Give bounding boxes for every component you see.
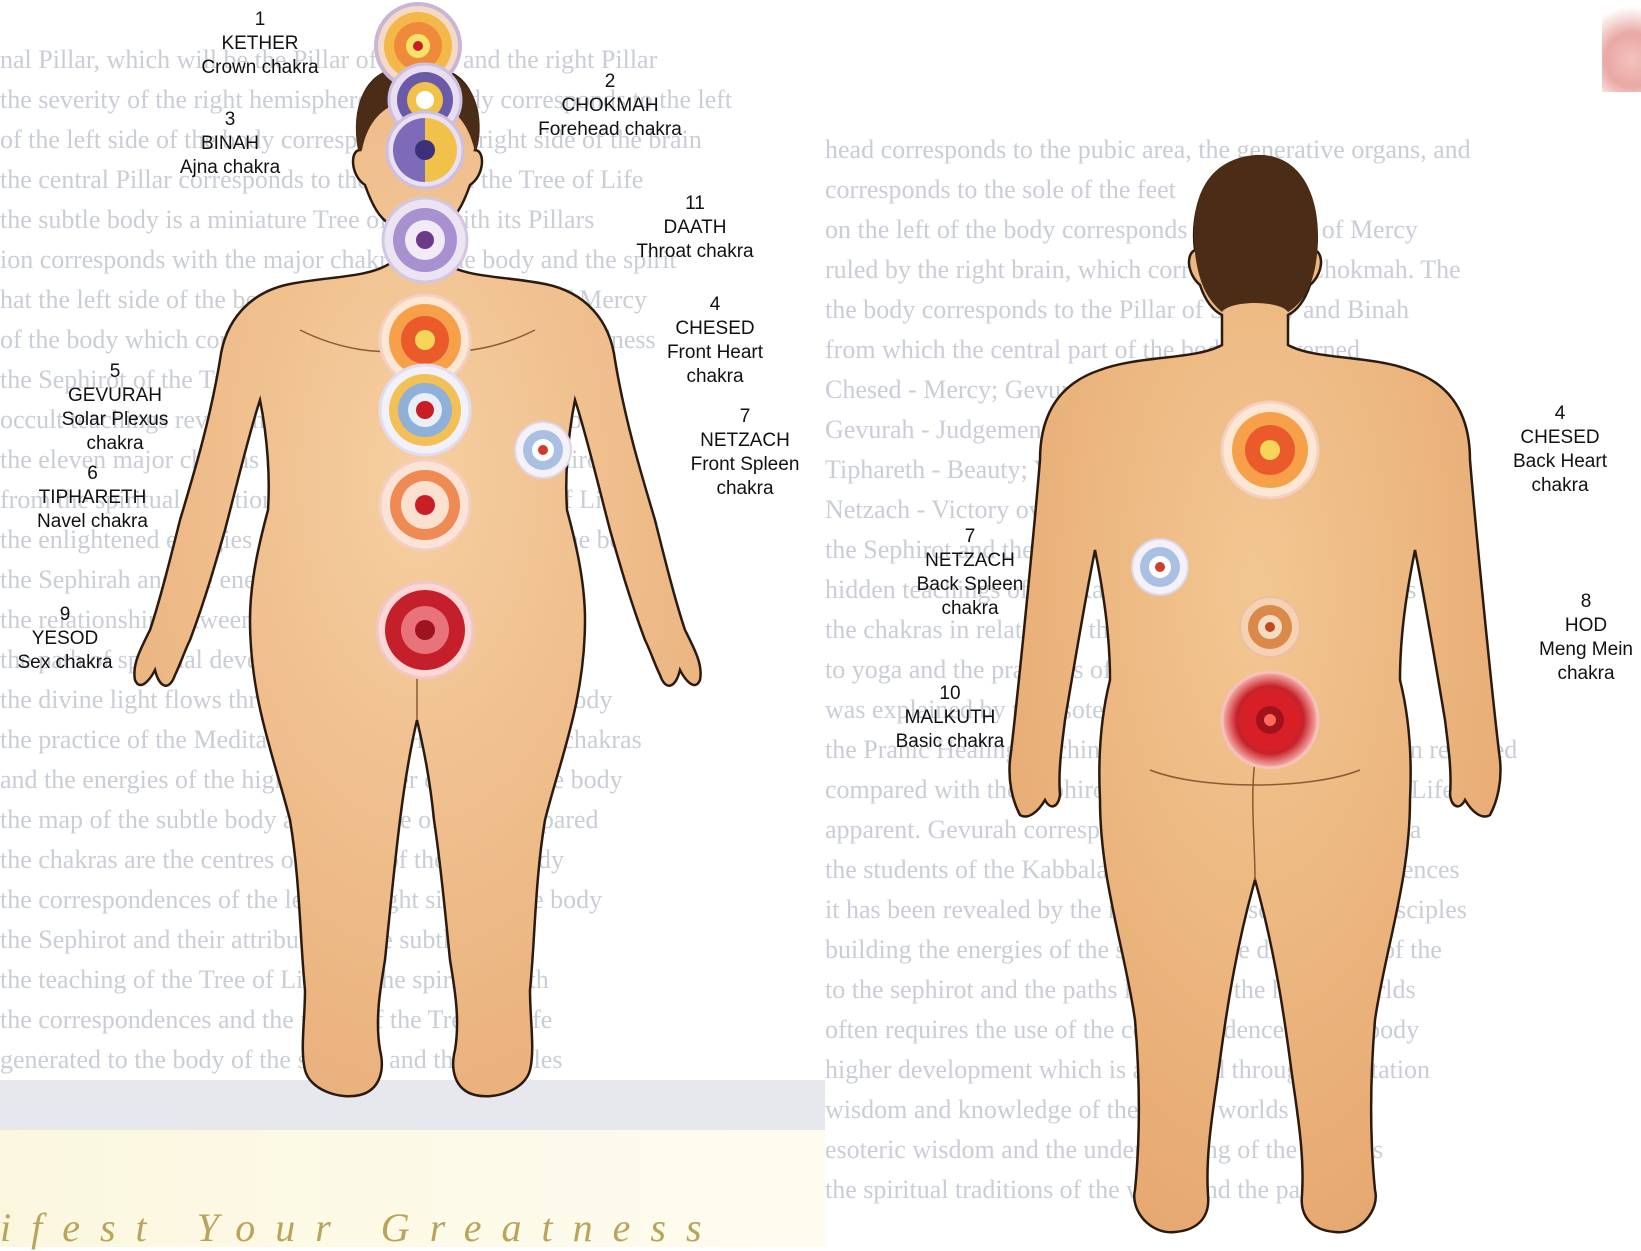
label-hod: 8 HOD Meng Mein chakra [1532, 590, 1640, 686]
label-kether: 1 KETHER Crown chakra [190, 8, 330, 80]
label-binah: 3 BINAH Ajna chakra [165, 108, 295, 180]
label-chakra: Ajna chakra [165, 156, 295, 180]
chakra-front-spleen [515, 422, 571, 478]
label-number: 4 [1500, 402, 1620, 426]
chakra-ajna [387, 112, 463, 188]
chakra-meng-mein [1240, 597, 1300, 657]
label-chakra: Crown chakra [190, 56, 330, 80]
chakra-sex [377, 582, 473, 678]
label-sephirah: NETZACH [905, 549, 1035, 573]
label-chakra: Sex chakra [5, 651, 125, 675]
label-sephirah: KETHER [190, 32, 330, 56]
label-netzach-back: 7 NETZACH Back Spleen chakra [905, 525, 1035, 621]
label-yesod: 9 YESOD Sex chakra [5, 603, 125, 675]
chakra-back-heart [1222, 402, 1318, 498]
label-chakra: Basic chakra [885, 730, 1015, 754]
label-number: 4 [650, 293, 780, 317]
label-sephirah: BINAH [165, 132, 295, 156]
label-number: 9 [5, 603, 125, 627]
label-chakra: Forehead chakra [530, 118, 690, 142]
label-number: 8 [1532, 590, 1640, 614]
label-sephirah: HOD [1532, 614, 1640, 638]
label-sephirah: CHESED [1500, 426, 1620, 450]
chakra-throat [383, 198, 467, 282]
label-number: 5 [50, 360, 180, 384]
label-sephirah: NETZACH [675, 429, 815, 453]
label-number: 3 [165, 108, 295, 132]
label-daath: 11 DAATH Throat chakra [625, 192, 765, 264]
label-sephirah: MALKUTH [885, 706, 1015, 730]
label-number: 7 [675, 405, 815, 429]
label-chesed-front: 4 CHESED Front Heart chakra [650, 293, 780, 389]
label-number: 1 [190, 8, 330, 32]
label-sephirah: TIPHARETH [25, 486, 160, 510]
label-number: 2 [530, 70, 690, 94]
label-tiphareth: 6 TIPHARETH Navel chakra [25, 462, 160, 534]
label-chokmah: 2 CHOKMAH Forehead chakra [530, 70, 690, 142]
chakra-basic [1222, 672, 1318, 768]
label-number: 6 [25, 462, 160, 486]
label-chakra: Navel chakra [25, 510, 160, 534]
label-sephirah: YESOD [5, 627, 125, 651]
label-chakra: Front Heart chakra [650, 341, 780, 389]
chakra-back-spleen [1132, 539, 1188, 595]
label-sephirah: CHOKMAH [530, 94, 690, 118]
label-chakra: Throat chakra [625, 240, 765, 264]
chakra-navel [380, 460, 470, 550]
label-sephirah: DAATH [625, 216, 765, 240]
label-chakra: Back Heart chakra [1500, 450, 1620, 498]
label-sephirah: GEVURAH [50, 384, 180, 408]
label-gevurah: 5 GEVURAH Solar Plexus chakra [50, 360, 180, 456]
label-number: 11 [625, 192, 765, 216]
label-number: 7 [905, 525, 1035, 549]
label-chakra: Front Spleen chakra [675, 453, 815, 501]
label-chakra: Back Spleen chakra [905, 573, 1035, 621]
label-netzach-front: 7 NETZACH Front Spleen chakra [675, 405, 815, 501]
label-chakra: Solar Plexus chakra [50, 408, 180, 456]
label-sephirah: CHESED [650, 317, 780, 341]
label-chesed-back: 4 CHESED Back Heart chakra [1500, 402, 1620, 498]
label-number: 10 [885, 682, 1015, 706]
label-chakra: Meng Mein chakra [1532, 638, 1640, 686]
label-malkuth: 10 MALKUTH Basic chakra [885, 682, 1015, 754]
chakra-solar-plexus [380, 365, 470, 455]
